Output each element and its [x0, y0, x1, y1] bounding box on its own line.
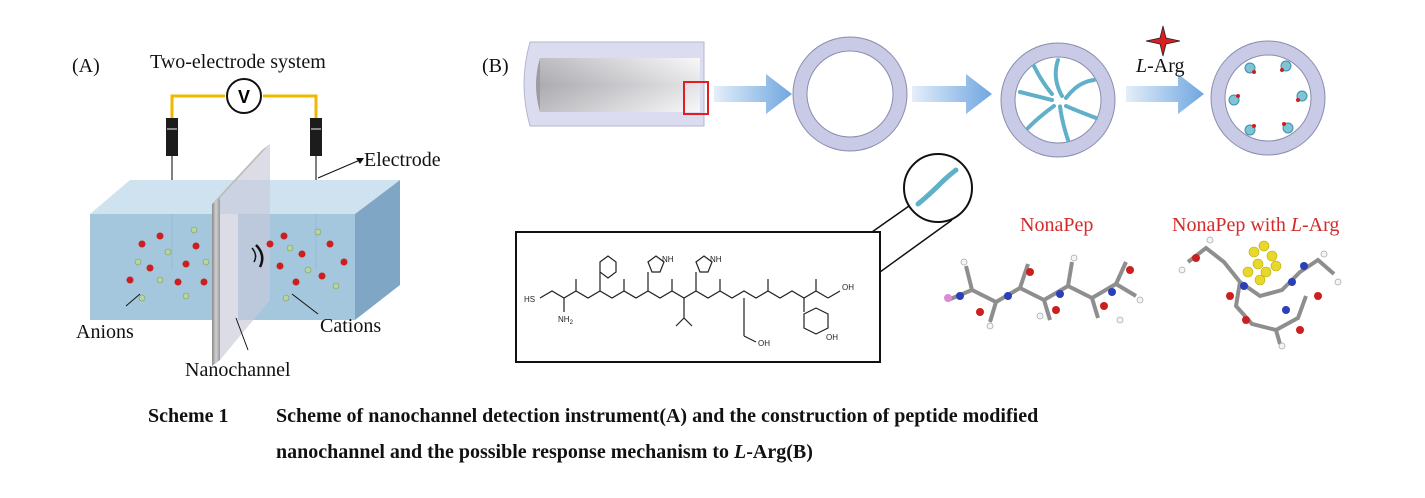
atom-imidazole-2: NH [710, 255, 722, 264]
caption-line-1: Scheme of nanochannel detection instrume… [276, 405, 1039, 427]
atom-acid-2: OH [758, 339, 770, 348]
panel-b: (B) [482, 25, 1342, 363]
nonapep-with-arg-label: NonaPep with L-Arg [1172, 214, 1339, 236]
two-electrode-system-title: Two-electrode system [150, 51, 326, 73]
caption-line-2-suffix: -Arg(B) [746, 441, 813, 463]
analyte-italic: L [1135, 55, 1147, 77]
peptide-structure: HS NH2 NH NH OH OH OH [515, 231, 881, 363]
nonapep-with-prefix: NonaPep with [1172, 214, 1291, 236]
caption-number: Scheme 1 [148, 405, 229, 427]
svg-text:L-Arg: L-Arg [1135, 55, 1185, 77]
nonapep-with-suffix: -Arg [1302, 214, 1339, 236]
cations-callout: Cations [291, 293, 381, 337]
nonapep-with-italic: L [1290, 214, 1302, 236]
nanochannel-membrane [212, 144, 270, 366]
peptide-zoom [520, 153, 973, 362]
peptide-chains [1018, 58, 1098, 142]
caption-line-2: nanochannel and the possible response me… [276, 434, 813, 470]
analyte-label: L-Arg [1135, 25, 1185, 77]
arg-bound-ring [1210, 40, 1326, 156]
nonapep-label: NonaPep [1020, 214, 1093, 236]
atom-nh2: NH2 [558, 315, 574, 326]
panel-b-label: (B) [482, 55, 509, 77]
caption-line-2-prefix: nanochannel and the possible response me… [276, 441, 735, 463]
nanochannel-tube [523, 41, 709, 127]
electrode-wires [170, 94, 318, 118]
highlight-box [683, 81, 709, 115]
arg-markers [1236, 68, 1300, 128]
atom-nh2-main: NH [558, 315, 570, 324]
caption-line-2-italic: L [734, 441, 747, 463]
bare-channel-ring [792, 36, 908, 152]
anions [134, 226, 340, 302]
arrow-3 [1126, 74, 1204, 114]
ions [126, 226, 348, 302]
electrode-label: Electrode [364, 149, 441, 171]
atom-sh: HS [524, 295, 535, 304]
atom-imidazole-1: NH [662, 255, 674, 264]
voltmeter: V [226, 78, 262, 114]
nanochannel-callout: Nanochannel [185, 317, 291, 381]
arrow-2 [912, 74, 992, 114]
folded-peptides [1228, 60, 1308, 136]
atom-acid-1: OH [842, 283, 854, 292]
peptide-modified-ring [1000, 42, 1116, 158]
scheme-diagram: (A) Two-electrode system V [72, 25, 1342, 381]
anions-callout: Anions [76, 293, 141, 343]
arrow-1 [714, 74, 792, 114]
voltmeter-symbol: V [238, 87, 250, 107]
atom-phenol: OH [826, 333, 838, 342]
nanochannel-label: Nanochannel [185, 359, 291, 381]
analyte-rest: -Arg [1147, 55, 1184, 77]
anions-label: Anions [76, 321, 134, 343]
nonapep-molecule [944, 254, 1144, 330]
nonapep-with-arg-molecule [1178, 236, 1342, 350]
panel-a-label: (A) [72, 55, 100, 77]
electrode-callout: Electrode [317, 149, 441, 179]
arg-star-icon [1145, 25, 1181, 57]
process-arrows [714, 74, 1204, 114]
panel-a: (A) Two-electrode system V [72, 51, 441, 381]
cations-label: Cations [320, 315, 381, 337]
cations [126, 232, 348, 286]
atom-nh2-sub: 2 [570, 320, 574, 326]
